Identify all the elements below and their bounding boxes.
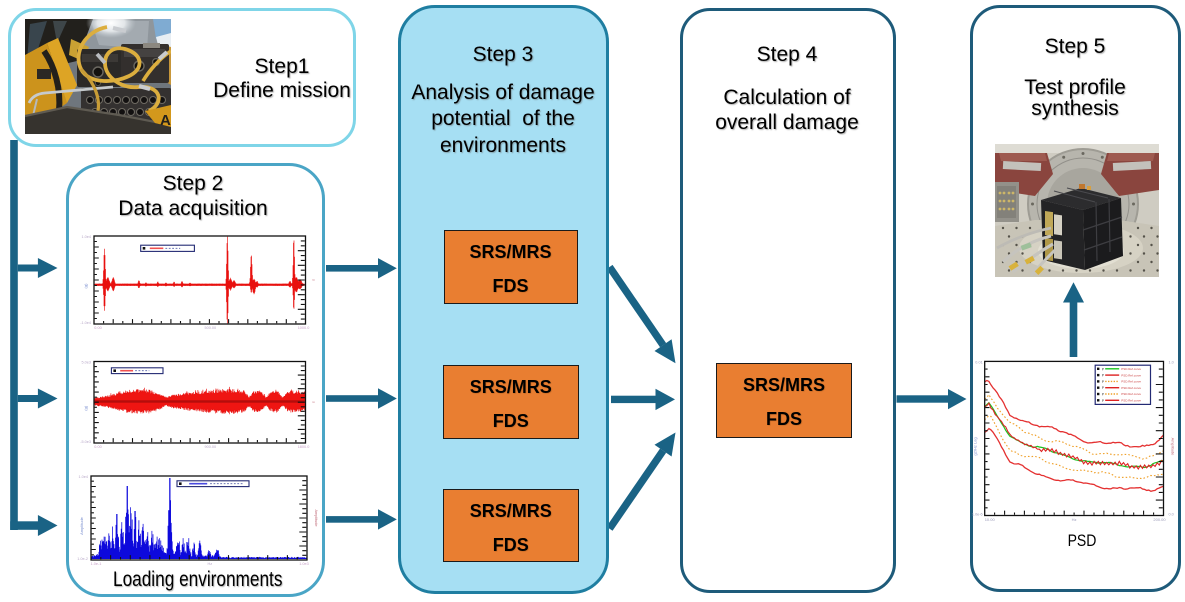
- svg-text:1000.0: 1000.0: [298, 326, 310, 330]
- svg-text:Amplitude: Amplitude: [1171, 438, 1176, 457]
- svg-text:A: A: [160, 112, 171, 129]
- svg-text:1.0e-6: 1.0e-6: [972, 513, 983, 517]
- svg-text:P: P: [1102, 380, 1105, 384]
- svg-text:(g): (g): [83, 283, 88, 289]
- svg-text:-5.0e3: -5.0e3: [80, 440, 91, 444]
- svg-text:(g): (g): [83, 405, 88, 411]
- svg-text:0.00: 0.00: [94, 326, 101, 330]
- svg-text:1.0e-2: 1.0e-2: [77, 557, 88, 561]
- svg-text:1.0e-1: 1.0e-1: [91, 562, 102, 566]
- svg-text:PSD.Ref.curve: PSD.Ref.curve: [1121, 367, 1141, 371]
- svg-text:0.0: 0.0: [1169, 513, 1174, 517]
- svg-text:5.0e3: 5.0e3: [81, 361, 91, 365]
- svg-text:Amplitude: Amplitude: [79, 516, 84, 535]
- svg-text:1.0: 1.0: [1169, 360, 1174, 364]
- svg-text:PSD.Ref.curve: PSD.Ref.curve: [1121, 392, 1141, 396]
- svg-text:P: P: [1102, 374, 1105, 378]
- svg-text:500.00: 500.00: [204, 326, 216, 330]
- svg-text:s: s: [312, 279, 316, 281]
- svg-text:-1.0e4: -1.0e4: [80, 321, 91, 325]
- svg-text:200.00: 200.00: [1153, 517, 1166, 522]
- svg-text:10.00: 10.00: [985, 517, 996, 522]
- svg-text:1.0e4: 1.0e4: [78, 475, 88, 479]
- svg-text:P: P: [1102, 367, 1105, 371]
- svg-text:900.00: 900.00: [204, 445, 216, 449]
- svg-text:s: s: [312, 401, 316, 403]
- svg-text:1800.0: 1800.0: [298, 445, 310, 449]
- svg-text:1.0e4: 1.0e4: [81, 235, 91, 239]
- svg-text:1.0e3: 1.0e3: [299, 562, 309, 566]
- svg-text:PSD.Ref.curve: PSD.Ref.curve: [1121, 380, 1141, 384]
- svg-text:P: P: [1102, 386, 1105, 390]
- svg-text:PSD.Ref.curve: PSD.Ref.curve: [1121, 399, 1141, 403]
- svg-text:P: P: [1102, 399, 1105, 403]
- svg-text:P: P: [1102, 393, 1105, 397]
- svg-text:Hz: Hz: [207, 562, 212, 566]
- svg-text:PSD.Ref.curve: PSD.Ref.curve: [1121, 386, 1141, 390]
- svg-text:PSD.Ref.curve: PSD.Ref.curve: [1121, 373, 1141, 377]
- svg-text:Amplitude: Amplitude: [314, 510, 318, 527]
- svg-text:Hz: Hz: [1072, 517, 1077, 522]
- svg-text:0.00: 0.00: [94, 445, 101, 449]
- svg-text:g2/Hz Log: g2/Hz Log: [973, 437, 978, 455]
- svg-text:0.01: 0.01: [975, 360, 982, 364]
